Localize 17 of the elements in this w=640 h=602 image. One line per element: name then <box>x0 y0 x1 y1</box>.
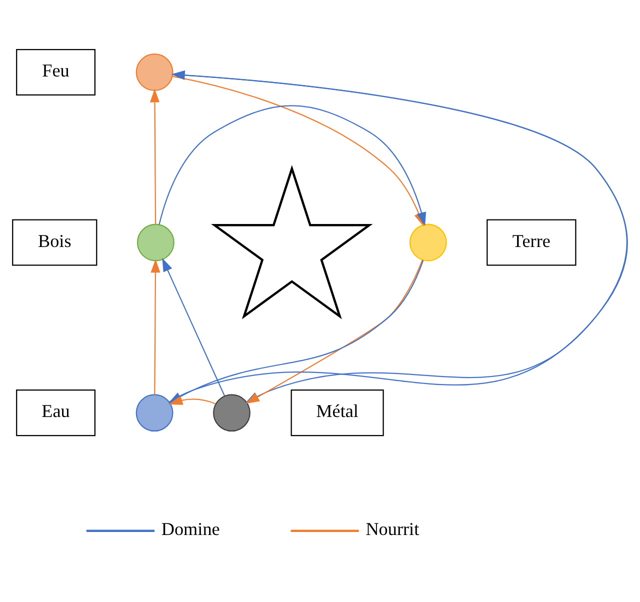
node-box: Feu <box>16 48 96 96</box>
node-box: Eau <box>16 390 96 436</box>
arrow <box>150 88 160 224</box>
node-star <box>211 165 373 320</box>
arrow <box>162 258 226 396</box>
legend-label: Domine <box>161 519 220 540</box>
node-circle <box>409 224 447 262</box>
node-box: Métal <box>290 390 384 436</box>
node-box: Terre <box>486 219 576 266</box>
node-box: Bois <box>12 219 98 266</box>
arrow <box>168 396 216 405</box>
node-circle <box>136 224 174 262</box>
arrow <box>150 259 160 395</box>
node-circle <box>136 54 174 91</box>
node-circle <box>136 394 174 432</box>
legend-label: Nourrit <box>366 519 420 540</box>
node-circle <box>213 394 250 432</box>
